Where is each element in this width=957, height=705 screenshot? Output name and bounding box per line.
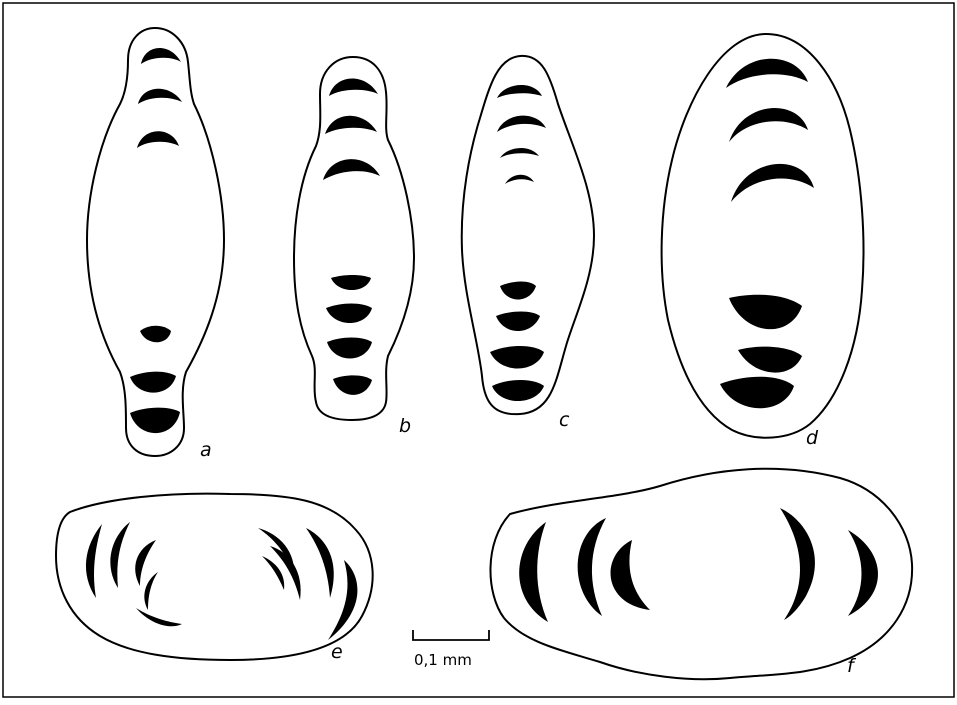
panel-label-d: d (806, 427, 819, 449)
panel-label-a: a (200, 439, 212, 461)
panel-label-b: b (399, 415, 411, 437)
panel-label-e: e (331, 641, 343, 663)
panel-label-c: c (559, 409, 570, 431)
scale-bar-label: 0,1 mm (414, 651, 472, 669)
